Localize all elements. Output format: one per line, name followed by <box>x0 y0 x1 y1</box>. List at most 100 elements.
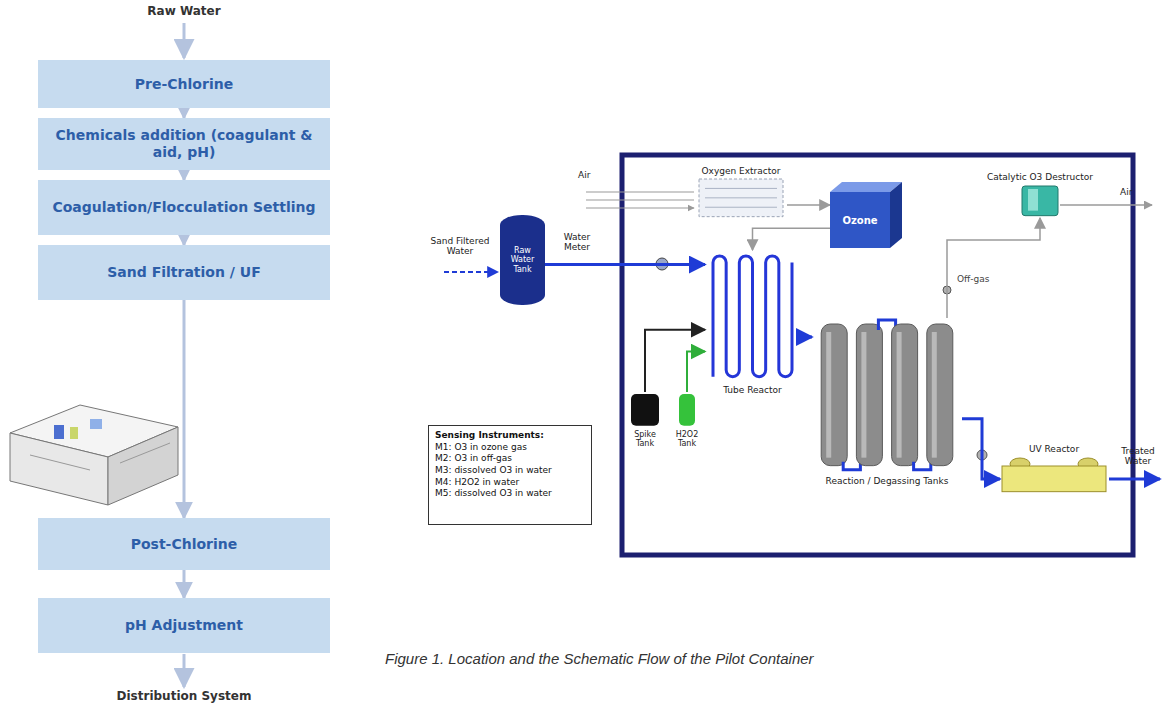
reaction-tank <box>892 324 918 466</box>
figure-caption: Figure 1. Location and the Schematic Flo… <box>385 650 814 667</box>
ozone-box-front <box>830 192 890 248</box>
node-subtext: M5: dissolved O3 in water <box>435 488 585 500</box>
tube-coil <box>713 256 792 377</box>
tank-link <box>843 462 860 470</box>
text-holder: Oxygen Extractor <box>695 166 787 176</box>
reaction-tanks: Reaction / Degassing Tanks <box>812 318 962 486</box>
dosing-tank: H2O2 Tank <box>668 392 706 448</box>
container-housing <box>622 155 1133 555</box>
container-illustration <box>10 433 108 505</box>
water-pipe <box>800 336 812 339</box>
container-housing <box>622 155 1133 555</box>
water-pipe <box>545 263 705 266</box>
destructor-shine <box>1028 189 1038 211</box>
spike-tank: Spike Tank <box>626 392 664 448</box>
uv-reactor: UV Reactor <box>1000 444 1108 494</box>
text-holder: Sensing Instruments:M1: O3 in ozone gasM… <box>429 426 591 524</box>
edge-label: Off-gas <box>955 274 991 284</box>
ozone-box-side <box>890 182 902 248</box>
raw-water-tank: Raw Water Tank <box>500 215 545 305</box>
node-text: Sensing Instruments: <box>435 430 585 442</box>
ozone-destructor: Catalytic O3 Destructor <box>970 172 1110 218</box>
air-outlet-line <box>1060 205 1152 206</box>
container-illustration <box>108 427 178 505</box>
ozone-box-top <box>830 182 902 192</box>
container-illustration <box>30 455 90 470</box>
container-illustration <box>54 425 64 439</box>
container-illustration <box>10 405 178 505</box>
node-text: Pre-Chlorine <box>135 76 233 93</box>
extractor-line <box>705 207 777 208</box>
water-pipe <box>962 419 1000 479</box>
meter-label: Water Meter <box>550 232 604 253</box>
flow-arrow <box>183 570 186 598</box>
process-box: Pre-Chlorine <box>38 60 330 108</box>
reaction-tank <box>821 324 847 466</box>
tank-shine <box>897 332 902 458</box>
tank-shine <box>826 332 831 458</box>
reaction-tank <box>927 324 953 466</box>
node-text: Oxygen Extractor <box>695 166 787 176</box>
flow-arrow <box>183 300 186 518</box>
container-illustration <box>90 419 102 429</box>
text-holder: Pre-Chlorine <box>38 60 330 108</box>
flow-arrow <box>753 228 831 250</box>
node-text: H2O2 Tank <box>668 430 706 448</box>
text-holder: Coagulation/Flocculation Settling <box>38 180 330 235</box>
dosing-tank-body <box>679 394 695 426</box>
uv-body <box>1002 466 1106 492</box>
flow-arrow <box>947 218 1040 318</box>
air-inlet-lines <box>586 199 694 200</box>
dosing-tank-shape <box>668 392 706 428</box>
node-text: Raw Water Tank <box>502 246 543 274</box>
text-holder: Tube Reactor <box>705 385 800 395</box>
text-holder: Raw Water Tank <box>500 215 545 305</box>
air-outlet-line <box>1060 204 1152 206</box>
node-subtext: M1: O3 in ozone gas <box>435 442 585 454</box>
instrument-list: Sensing Instruments:M1: O3 in ozone gasM… <box>428 425 592 525</box>
outlet-label: Treated Water <box>1112 446 1164 467</box>
inlet-label: Raw Water <box>124 5 244 19</box>
outlet-label: Distribution System <box>94 690 274 704</box>
process-box: Chemicals addition (coagulant & aid, pH) <box>38 118 330 170</box>
feed-label: Sand Filtered Water <box>426 236 494 257</box>
tank-shine <box>932 332 937 458</box>
node-subtext: M3: dissolved O3 in water <box>435 465 585 477</box>
treated-water-line <box>1109 479 1160 480</box>
spike-tank-body <box>631 394 659 426</box>
node-text: Chemicals addition (coagulant & aid, pH) <box>48 127 320 161</box>
container-illustration <box>70 427 78 439</box>
feed-line <box>444 271 498 273</box>
air-inlet-lines <box>586 191 694 192</box>
extractor-line <box>705 198 777 199</box>
tube-reactor-shape <box>705 250 800 383</box>
text-holder: UV Reactor <box>1000 444 1108 454</box>
process-box: Sand Filtration / UF <box>38 245 330 300</box>
extractor-body <box>699 179 783 217</box>
node-text: Ozone <box>830 215 890 226</box>
inlet-arrow <box>184 23 185 58</box>
text-holder: Catalytic O3 Destructor <box>970 172 1110 182</box>
ozone-destructor-shape <box>970 184 1110 218</box>
node-subtext: M4: H2O2 in water <box>435 477 585 489</box>
process-box: pH Adjustment <box>38 598 330 653</box>
node-text: Sand Filtration / UF <box>107 264 260 281</box>
feed-line <box>444 272 498 273</box>
text-holder: Sand Filtration / UF <box>38 245 330 300</box>
text-holder: Ozone <box>830 182 902 248</box>
node-text: Tube Reactor <box>705 385 800 395</box>
process-box: Post-Chlorine <box>38 518 330 570</box>
process-box: Coagulation/Flocculation Settling <box>38 180 330 235</box>
reaction-tanks-shape <box>812 318 962 474</box>
spike-tank-shape <box>626 392 664 428</box>
flow-arrow <box>787 204 830 206</box>
text-holder: Post-Chlorine <box>38 518 330 570</box>
destructor-body <box>1022 186 1058 216</box>
node-text: Catalytic O3 Destructor <box>970 172 1110 182</box>
node-text: Spike Tank <box>626 430 664 448</box>
flow-arrow <box>183 108 186 118</box>
tank-shine <box>861 332 866 458</box>
oxygen-extractor: Oxygen Extractor <box>695 166 787 218</box>
